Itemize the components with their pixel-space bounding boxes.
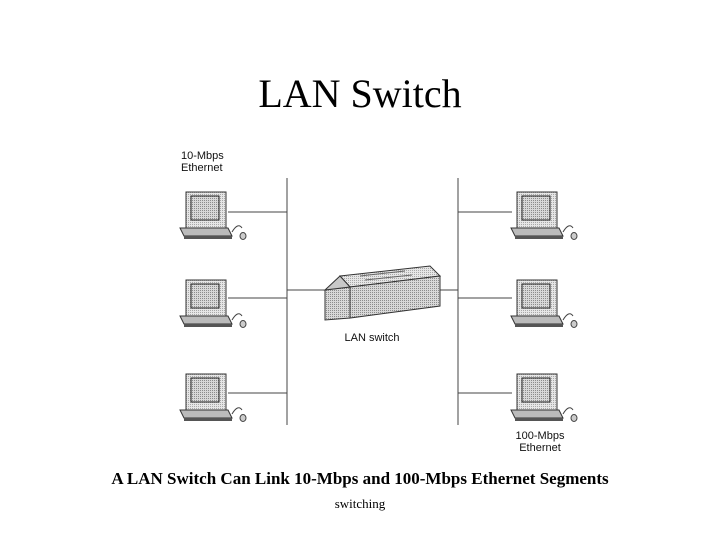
diagram-caption: A LAN Switch Can Link 10-Mbps and 100-Mb… [111, 469, 609, 488]
right-segment-type: Ethernet [519, 442, 561, 454]
left-segment-speed: 10-Mbps [181, 150, 224, 162]
workstation-icon [179, 373, 247, 422]
workstation-icon [510, 191, 578, 240]
workstation-icon [179, 191, 247, 240]
right-segment-label: 100-Mbps Ethernet [500, 430, 580, 454]
left-segment-label: 10-Mbps Ethernet [181, 150, 224, 174]
workstation-icon [510, 373, 578, 422]
workstation-icon [510, 279, 578, 328]
lan-switch-icon [323, 265, 442, 321]
lan-switch-label: LAN switch [344, 332, 400, 344]
right-segment-speed: 100-Mbps [515, 430, 565, 442]
left-segment-type: Ethernet [181, 162, 223, 174]
workstation-icon [179, 279, 247, 328]
page-title: LAN Switch [258, 71, 462, 116]
slide-footer: switching [334, 496, 386, 511]
